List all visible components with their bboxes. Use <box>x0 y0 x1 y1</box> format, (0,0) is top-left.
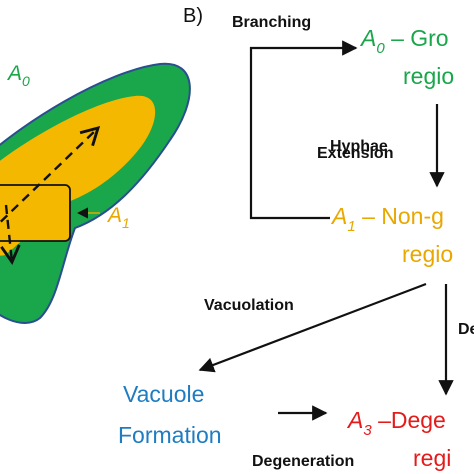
schematic-a1-label: A1 <box>106 204 130 231</box>
a0-node-line2: regio <box>403 63 454 89</box>
branching-label: Branching <box>232 14 311 31</box>
hyphae-label-line2: Extension <box>317 145 393 162</box>
vacuole-node-line1: Vacuole <box>123 381 204 407</box>
downward-dashed-arrow <box>0 204 21 265</box>
branching-loop-arrow <box>249 40 358 220</box>
a0-node-line1: A0 – Gro <box>359 25 449 57</box>
a1-node-line1: A1 – Non-g <box>330 203 444 235</box>
colony-schematic <box>0 62 191 324</box>
vacuolation-label: Vacuolation <box>204 297 294 314</box>
a3-node-line2: regi <box>413 445 451 471</box>
schematic-a0-label: A0 <box>6 62 30 89</box>
degeneration-label: Degeneration <box>252 453 354 470</box>
hyphae-label-line1: Hyphae <box>330 138 388 155</box>
a3-node-line1: A3 –Dege <box>346 407 446 439</box>
a1-node-line2: regio <box>402 241 453 267</box>
growth-direction-arrow <box>0 125 101 225</box>
a1-region-box <box>0 184 71 242</box>
vacuolation-arrow <box>198 282 427 373</box>
vacuole-node-line2: Formation <box>118 422 222 448</box>
cut-degeneration-label: De <box>458 321 474 338</box>
panel-label: B) <box>183 5 203 27</box>
